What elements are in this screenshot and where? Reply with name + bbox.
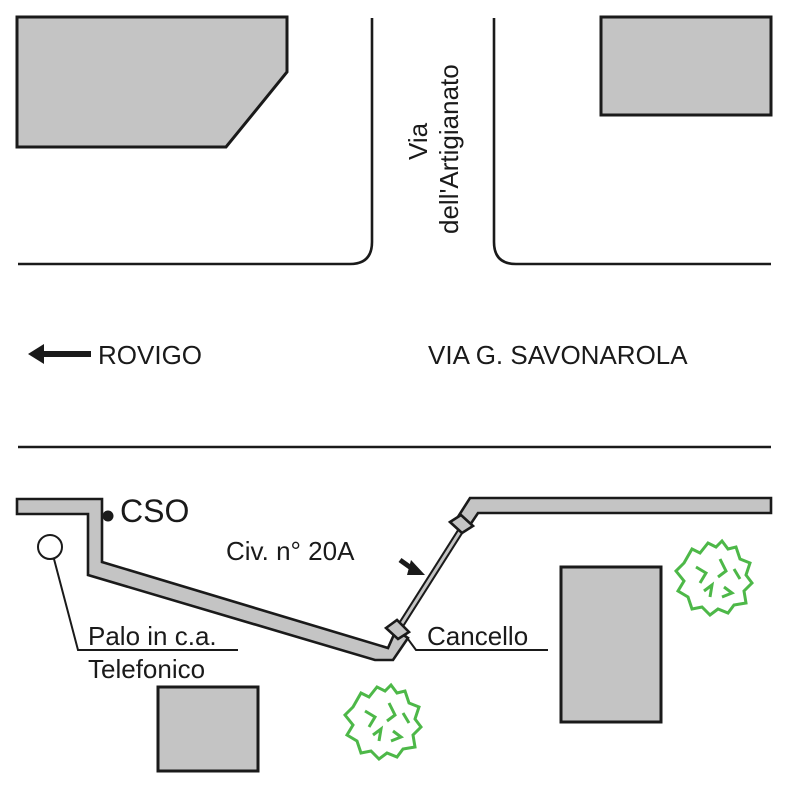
cso-marker-icon (102, 510, 114, 522)
pole-label-line2: Telefonico (88, 654, 205, 684)
fence-left (15, 497, 410, 662)
telephone-pole-icon (37, 534, 63, 560)
gate-post-bottom (383, 618, 412, 641)
gate-label: Cancello (427, 621, 528, 651)
pole-leader-line (53, 558, 238, 651)
pole-label-line1: Palo in c.a. (88, 621, 217, 651)
arrow-left-icon (28, 344, 91, 364)
side-street-label-line1: Via (403, 122, 433, 160)
building-top-right (599, 15, 773, 117)
building-center-right (559, 565, 663, 724)
fence-right (454, 496, 773, 530)
civic-number-label: Civ. n° 20A (226, 536, 355, 566)
cso-label: CSO (120, 493, 189, 529)
side-street-label-line2: dell'Artigianato (434, 64, 464, 234)
tree-icon (673, 538, 754, 617)
road-edge-north-west (18, 18, 374, 266)
building-bottom-left (156, 685, 260, 773)
tree-icon (342, 682, 423, 761)
gate-leader-line (404, 634, 548, 651)
direction-label: ROVIGO (98, 340, 202, 370)
gate-post-top (447, 513, 476, 535)
main-street-label: VIA G. SAVONAROLA (428, 340, 688, 370)
civic-arrow-icon (398, 557, 425, 575)
building-top-left (15, 15, 289, 149)
road-edge-north-east (492, 18, 771, 266)
gate (383, 513, 476, 641)
